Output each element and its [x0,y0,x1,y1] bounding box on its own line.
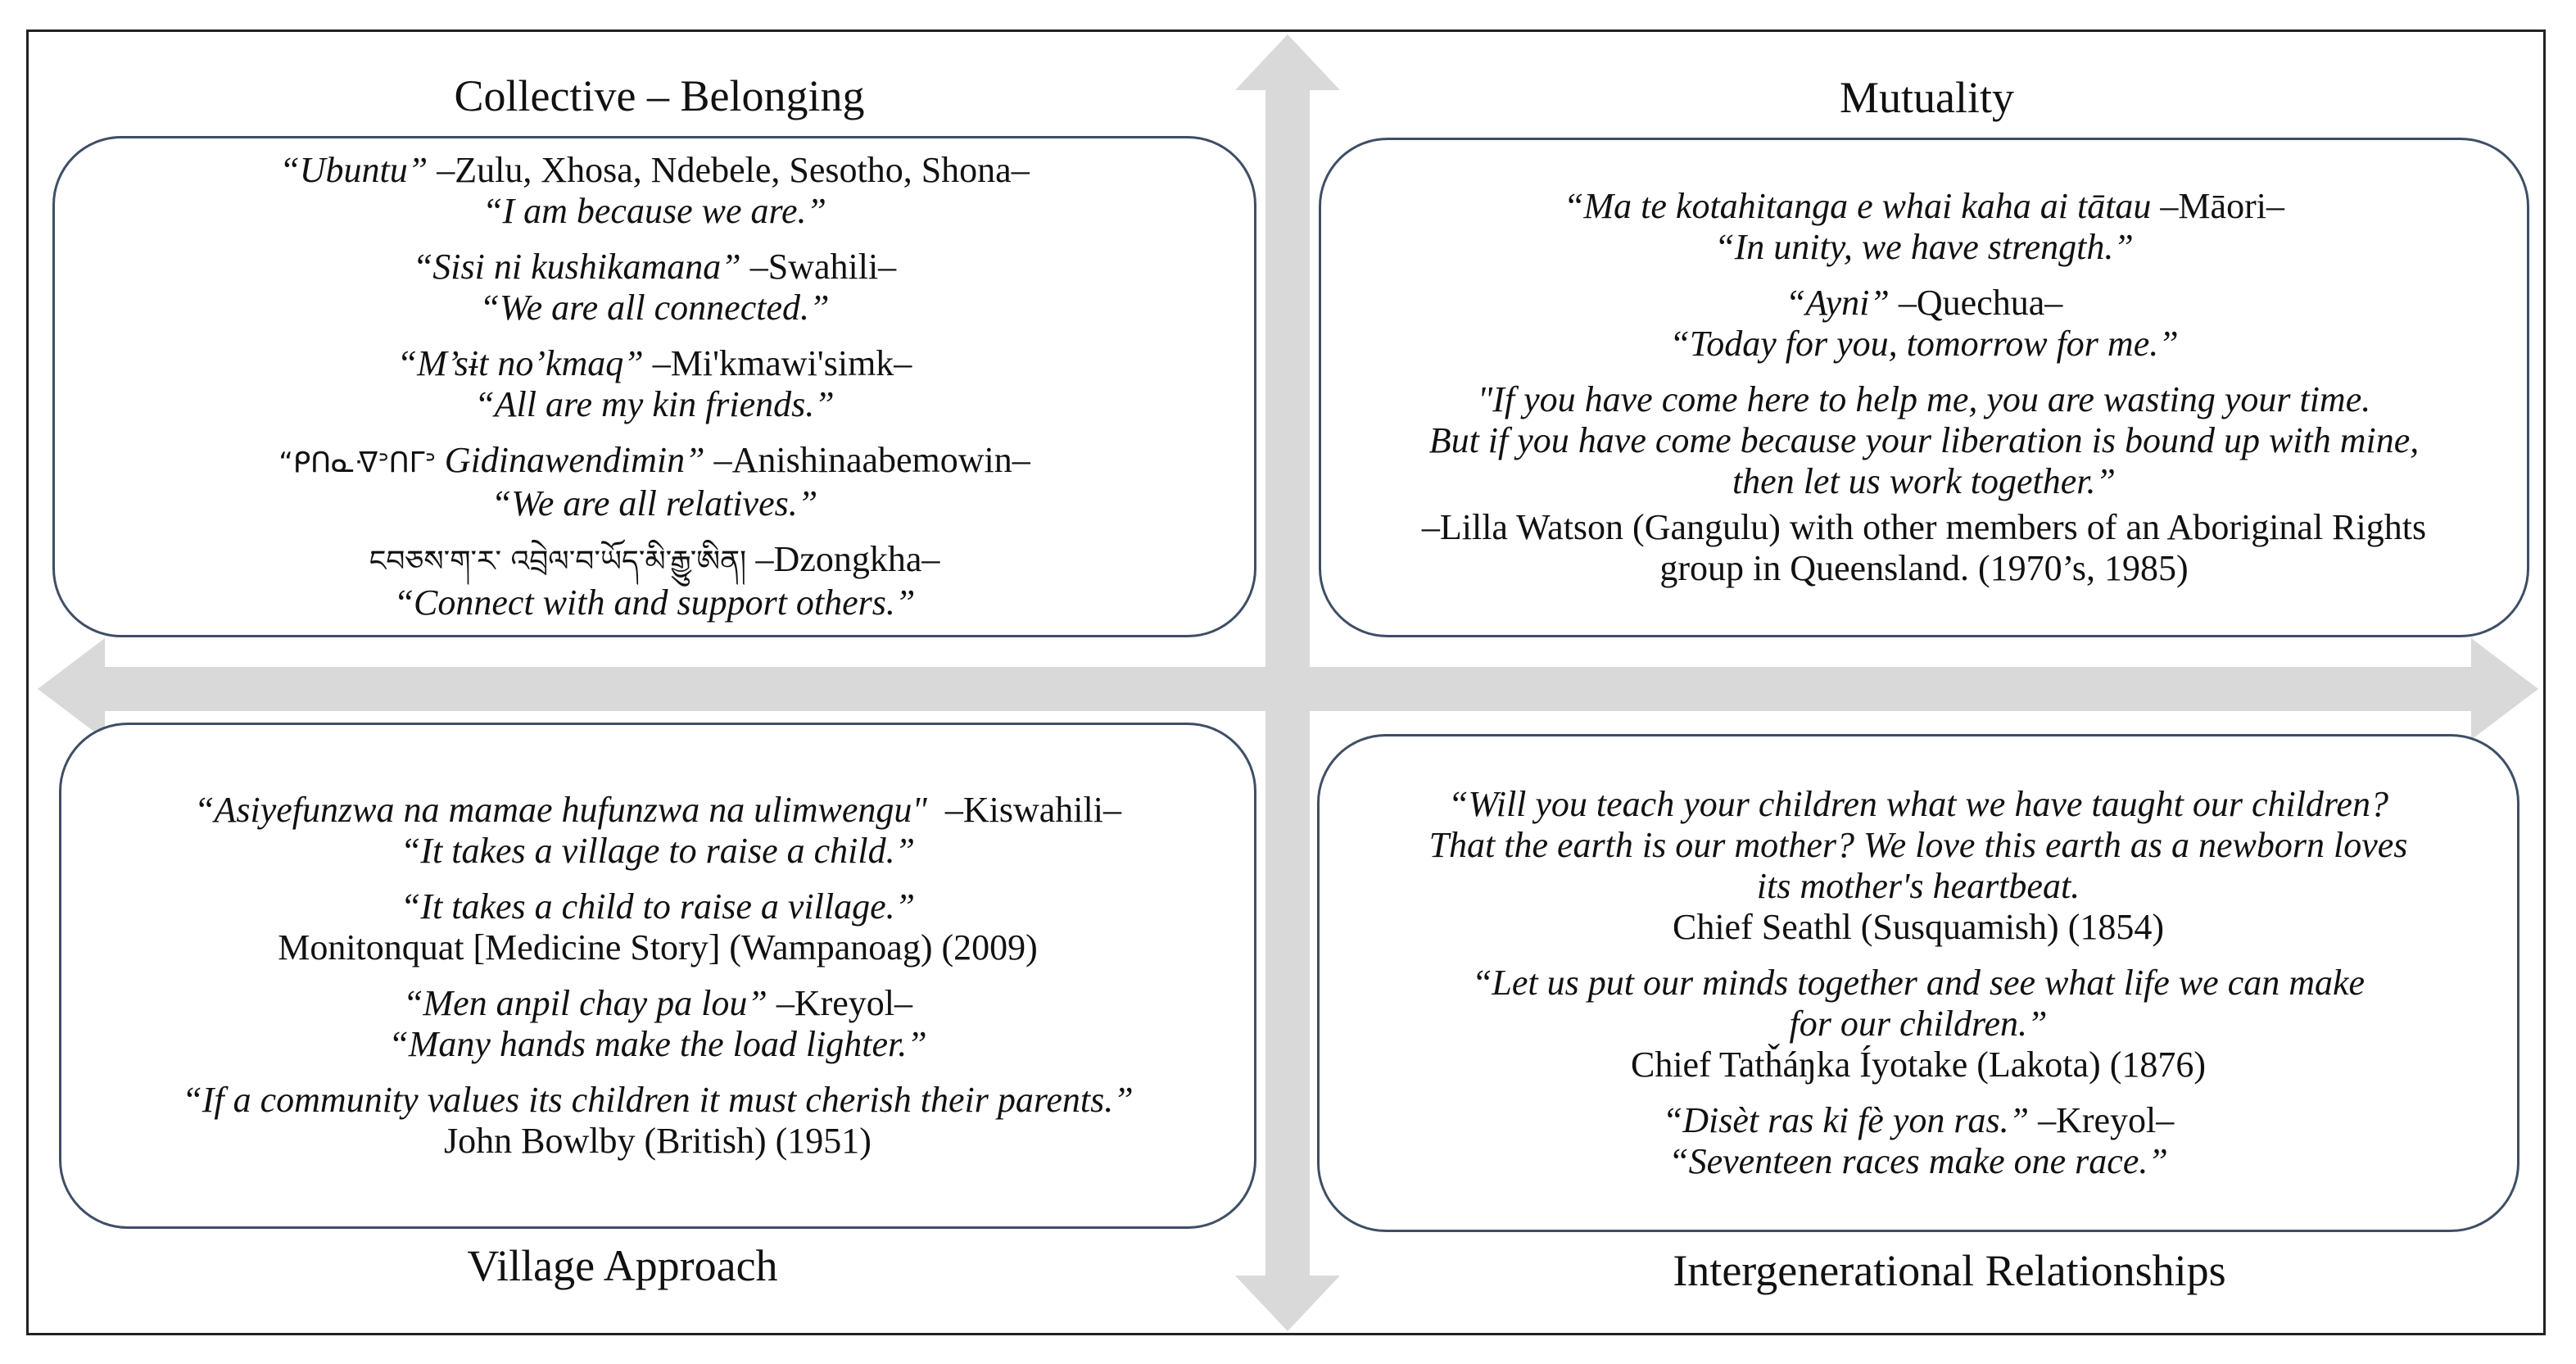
quote-dzongkha: ངབཅས་ག་ར་ འབྲེལ་བ་ཡོད་མི་རྒྱུ་ཨིན། –Dzon… [369,539,940,623]
quote-mikmaq: “M’sɨt no’kmaq” –Mi'kmawi'simk– “All are… [396,343,912,424]
horizontal-double-arrow [38,638,2538,740]
quote-ubuntu: “Ubuntu” –Zulu, Xhosa, Ndebele, Sesotho,… [279,150,1030,231]
quote-kreyol-hands: “Men anpil chay pa lou” –Kreyol– “Many h… [388,983,927,1064]
heading-collective-belonging: Collective – Belonging [454,71,865,120]
quote-box-village-approach: “Asiyefunzwa na mamae hufunzwa na ulimwe… [59,723,1256,1229]
heading-village-approach: Village Approach [467,1241,778,1290]
quote-swahili: “Sisi ni kushikamana” –Swahili– “We are … [412,247,897,328]
quote-bowlby: “If a community values its children it m… [182,1080,1134,1161]
heading-intergenerational-relationships: Intergenerational Relationships [1673,1246,2226,1295]
quote-lilla-watson: "If you have come here to help me, you a… [1421,379,2427,588]
diagram-frame [26,29,2546,1335]
quote-maori: “Ma te kotahitanga e whai kaha ai tātau … [1564,186,2284,267]
quote-box-collective-belonging: “Ubuntu” –Zulu, Xhosa, Ndebele, Sesotho,… [52,136,1256,637]
quote-box-intergenerational: “Will you teach your children what we ha… [1317,734,2519,1232]
quote-kreyol-races: “Disèt ras ki fè yon ras.” –Kreyol– “Sev… [1662,1100,2175,1181]
quote-tatanka-iyotake: “Let us put our minds together and see w… [1471,963,2365,1085]
quote-quechua: “Ayni” –Quechua– “Today for you, tomorro… [1669,283,2179,364]
quote-chief-seathl: “Will you teach your children what we ha… [1428,784,2408,947]
quote-kiswahili: “Asiyefunzwa na mamae hufunzwa na ulimwe… [194,790,1121,871]
quote-box-mutuality: “Ma te kotahitanga e whai kaha ai tātau … [1319,138,2529,637]
heading-mutuality: Mutuality [1840,73,2014,122]
quote-monitonquat: “It takes a child to raise a village.” M… [278,886,1038,967]
quote-anishinaabemowin: “ᑭᑎᓇᐌᐣᑎᒥᐣ Gidinawendimin” –Anishinaabemo… [278,440,1030,523]
